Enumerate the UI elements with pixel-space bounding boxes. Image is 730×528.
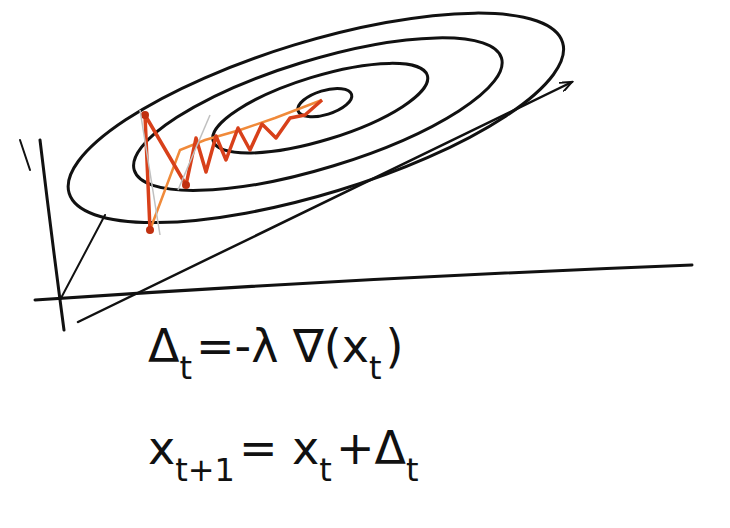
y-axis (40, 140, 64, 330)
equation: xt+1= xt+Δt (148, 420, 422, 490)
contour (204, 45, 437, 172)
formula-text: =-λ ∇(x (196, 318, 369, 374)
direction-arrow (78, 82, 572, 322)
contour (118, 6, 517, 222)
subscript: t (406, 450, 419, 490)
subscript: t (369, 348, 382, 388)
formula-text: x (148, 420, 175, 476)
gradient-descent-path (145, 100, 322, 230)
subscript: t+1 (175, 450, 235, 490)
formula-text: Δ (148, 318, 179, 374)
formula-text: ) (386, 318, 404, 374)
subscript: t (179, 348, 192, 388)
subscript: t (319, 450, 332, 490)
contour (47, 0, 585, 266)
equation: Δt=-λ ∇(xt) (148, 318, 403, 388)
formula-text: +Δ (336, 420, 406, 476)
formula-text: = x (239, 420, 319, 476)
